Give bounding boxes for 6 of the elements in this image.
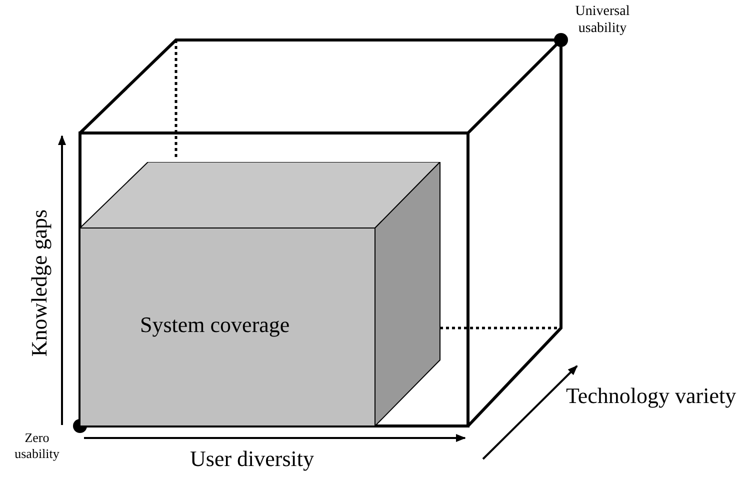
axis-label: Technology variety	[566, 383, 736, 409]
axis-label: Knowledge gaps	[26, 209, 53, 357]
box-title: System coverage	[140, 312, 290, 338]
axis-label: User diversity	[190, 446, 314, 472]
corner-label: Universal usability	[574, 4, 631, 38]
corner-label: Zero usability	[14, 430, 60, 462]
